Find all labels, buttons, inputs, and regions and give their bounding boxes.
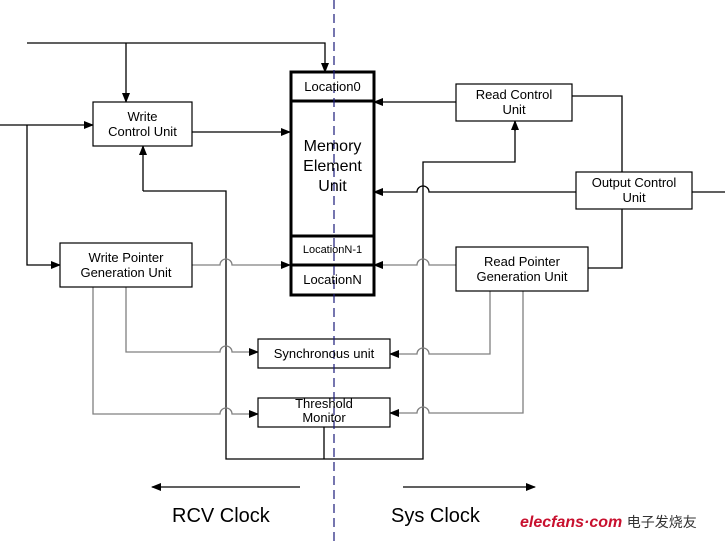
- threshold-label: Threshold Monitor: [295, 396, 353, 425]
- memory-box: [289, 70, 376, 297]
- write-pointer-label: Write Pointer Generation Unit: [80, 250, 172, 280]
- sys-clock-label: Sys Clock: [391, 505, 480, 527]
- read-control-box: [455, 83, 573, 122]
- output-control-box: [575, 171, 693, 210]
- threshold-box: [257, 397, 391, 428]
- read-pointer-label: Read Pointer Generation Unit: [476, 254, 568, 284]
- location0-label: Location0: [304, 79, 361, 94]
- watermark-logo: elecfans·com 电子发烧友: [520, 514, 697, 531]
- location-n-minus-1-label: LocationN-1: [302, 244, 363, 256]
- write-control-label: Write Control Unit: [108, 109, 177, 139]
- memory-label: Memory Element Unit: [303, 138, 362, 195]
- wpg-to-locationN: [192, 258, 291, 269]
- read-control-label: Read Control Unit: [475, 87, 553, 117]
- read-pointer-box: [455, 246, 589, 292]
- location-n-label: LocationN: [303, 272, 362, 287]
- rpg-to-locationN: [373, 258, 456, 269]
- rcv-clock-label: RCV Clock: [172, 505, 270, 527]
- write-pointer-box: [59, 242, 193, 288]
- write-control-box: [92, 101, 193, 147]
- sync-label: Synchronous unit: [273, 346, 375, 361]
- output-control-label: Output Control Unit: [591, 175, 677, 205]
- top-input-line: [27, 42, 329, 73]
- sync-box: [257, 338, 391, 369]
